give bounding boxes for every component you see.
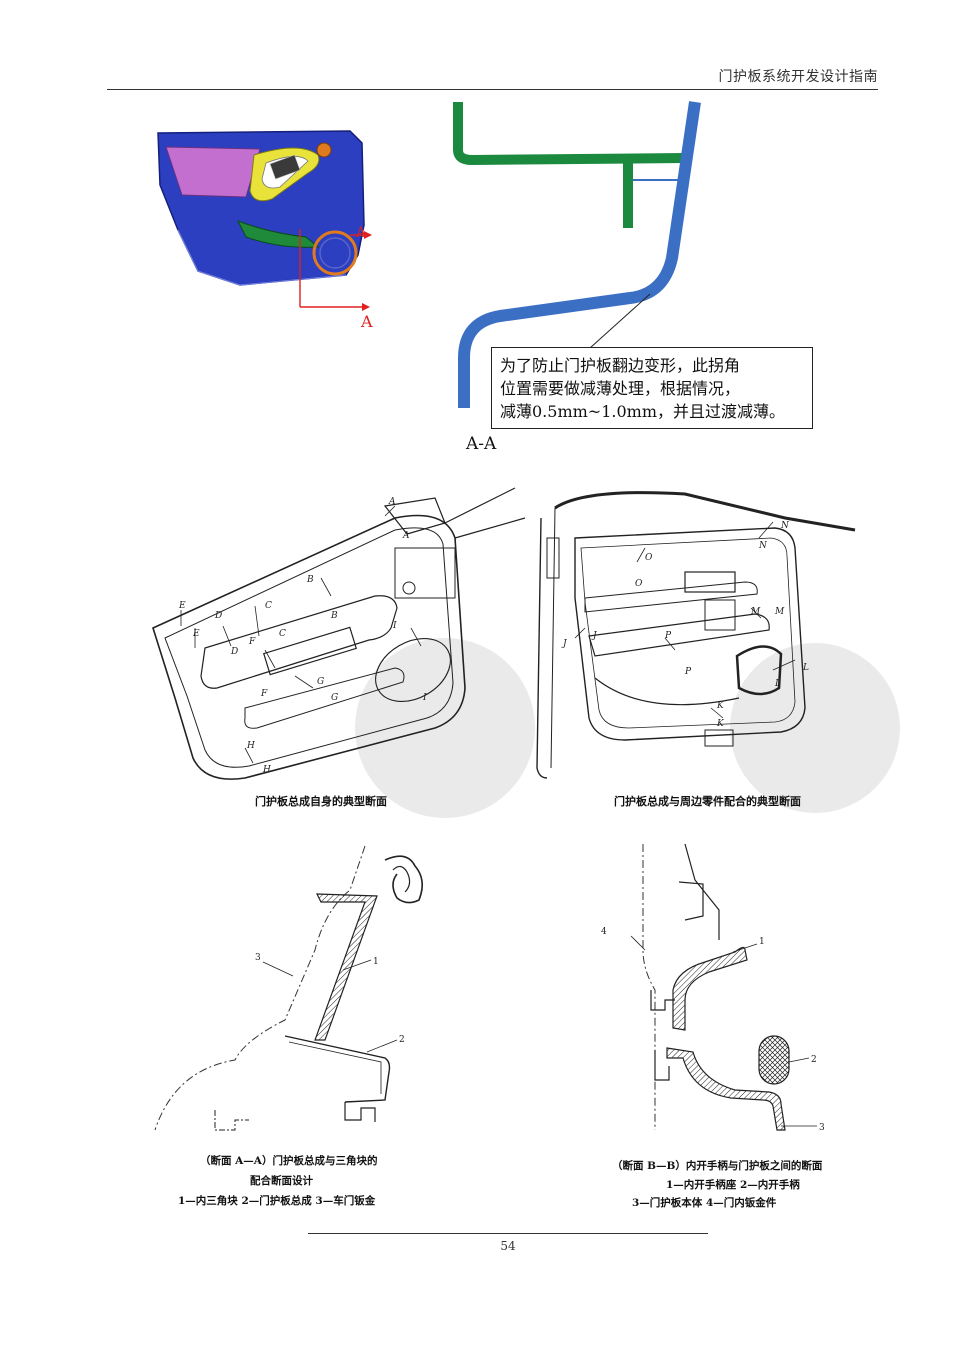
label-2: 2	[399, 1035, 405, 1045]
callout-j1: J	[561, 639, 568, 649]
callout-d2: D	[230, 647, 238, 657]
label-b3: 3	[819, 1123, 825, 1133]
callout-p1: P	[664, 631, 672, 641]
note-line-1: 为了防止门护板翻边变形，此拐角	[500, 356, 741, 375]
callout-e1: E	[178, 601, 186, 611]
footer-rule	[308, 1233, 708, 1234]
callout-c1: C	[265, 601, 272, 611]
door-trim-section-map-left: E E D D C C B B A A F F G G H H I I	[152, 487, 535, 818]
callout-l1: L	[802, 663, 809, 673]
callout-l2: L	[774, 679, 781, 689]
label-b2: 2	[811, 1055, 817, 1065]
label-b4: 4	[601, 927, 607, 937]
bottom-left-caption-1: （断面 A—A）门护板总成与三角块的	[200, 1155, 378, 1167]
callout-n1: N	[780, 521, 790, 531]
middle-left-caption: 门护板总成自身的典型断面	[255, 795, 387, 808]
callout-g2: G	[331, 693, 338, 703]
bottom-left-caption-3: 1—内三角块 2—门护板总成 3—车门钣金	[178, 1195, 376, 1207]
callout-a1: A	[388, 497, 396, 507]
note-line-2: 位置需要做减薄处理，根据情况，	[500, 379, 741, 398]
callout-k2: K	[716, 719, 725, 729]
callout-h2: H	[262, 765, 271, 775]
callout-e2: E	[192, 629, 200, 639]
section-aa-triangle-block: 1 2 3	[154, 845, 423, 1131]
section-marker-lower: A	[361, 312, 373, 331]
middle-right-caption: 门护板总成与周边零件配合的典型断面	[614, 795, 801, 808]
door-trim-section-map-right: N N O O J J P P M M L L K K	[536, 491, 900, 813]
callout-i1: I	[392, 621, 397, 631]
callout-k1: K	[716, 701, 725, 711]
callout-a2: A	[402, 531, 410, 541]
label-3: 3	[255, 953, 261, 963]
callout-n2: N	[758, 541, 768, 551]
callout-b1: B	[306, 575, 314, 585]
label-b1: 1	[759, 937, 765, 947]
thinning-note-box: 为了防止门护板翻边变形，此拐角 位置需要做减薄处理，根据情况， 减薄0.5mm~…	[491, 347, 813, 429]
section-aa-label: A-A	[466, 434, 497, 454]
callout-o2: O	[635, 579, 643, 589]
page-number: 54	[500, 1239, 516, 1253]
bottom-right-caption-2: 1—内开手柄座 2—内开手柄	[666, 1179, 800, 1191]
callout-p2: P	[684, 667, 692, 677]
callout-c2: C	[279, 629, 286, 639]
callout-m2: M	[774, 607, 785, 617]
section-bb-inner-handle: 1 2 3 4	[601, 843, 825, 1133]
label-1: 1	[373, 957, 379, 967]
bottom-right-caption-3: 3—门护板本体 4—门内钣金件	[632, 1197, 777, 1209]
callout-m1: M	[750, 607, 761, 617]
section-marker-upper: A	[356, 225, 367, 241]
callout-o1: O	[645, 553, 653, 563]
note-line-3: 减薄0.5mm~1.0mm，并且过渡减薄。	[500, 402, 785, 421]
callout-h1: H	[246, 741, 255, 751]
callout-j2: J	[591, 631, 598, 641]
door-trim-3d-model	[157, 130, 372, 311]
callout-f1: F	[248, 637, 256, 647]
callout-d1: D	[214, 611, 222, 621]
callout-b2: B	[330, 611, 338, 621]
bottom-right-caption-1: （断面 B—B）内开手柄与门护板之间的断面	[612, 1160, 823, 1172]
section-aa-diagram	[453, 101, 701, 408]
header-rule	[107, 89, 878, 90]
callout-f2: F	[260, 689, 268, 699]
running-header: 门护板系统开发设计指南	[718, 69, 878, 85]
callout-i2: I	[422, 693, 427, 703]
bottom-left-caption-2: 配合断面设计	[250, 1175, 313, 1187]
callout-g1: G	[317, 677, 324, 687]
